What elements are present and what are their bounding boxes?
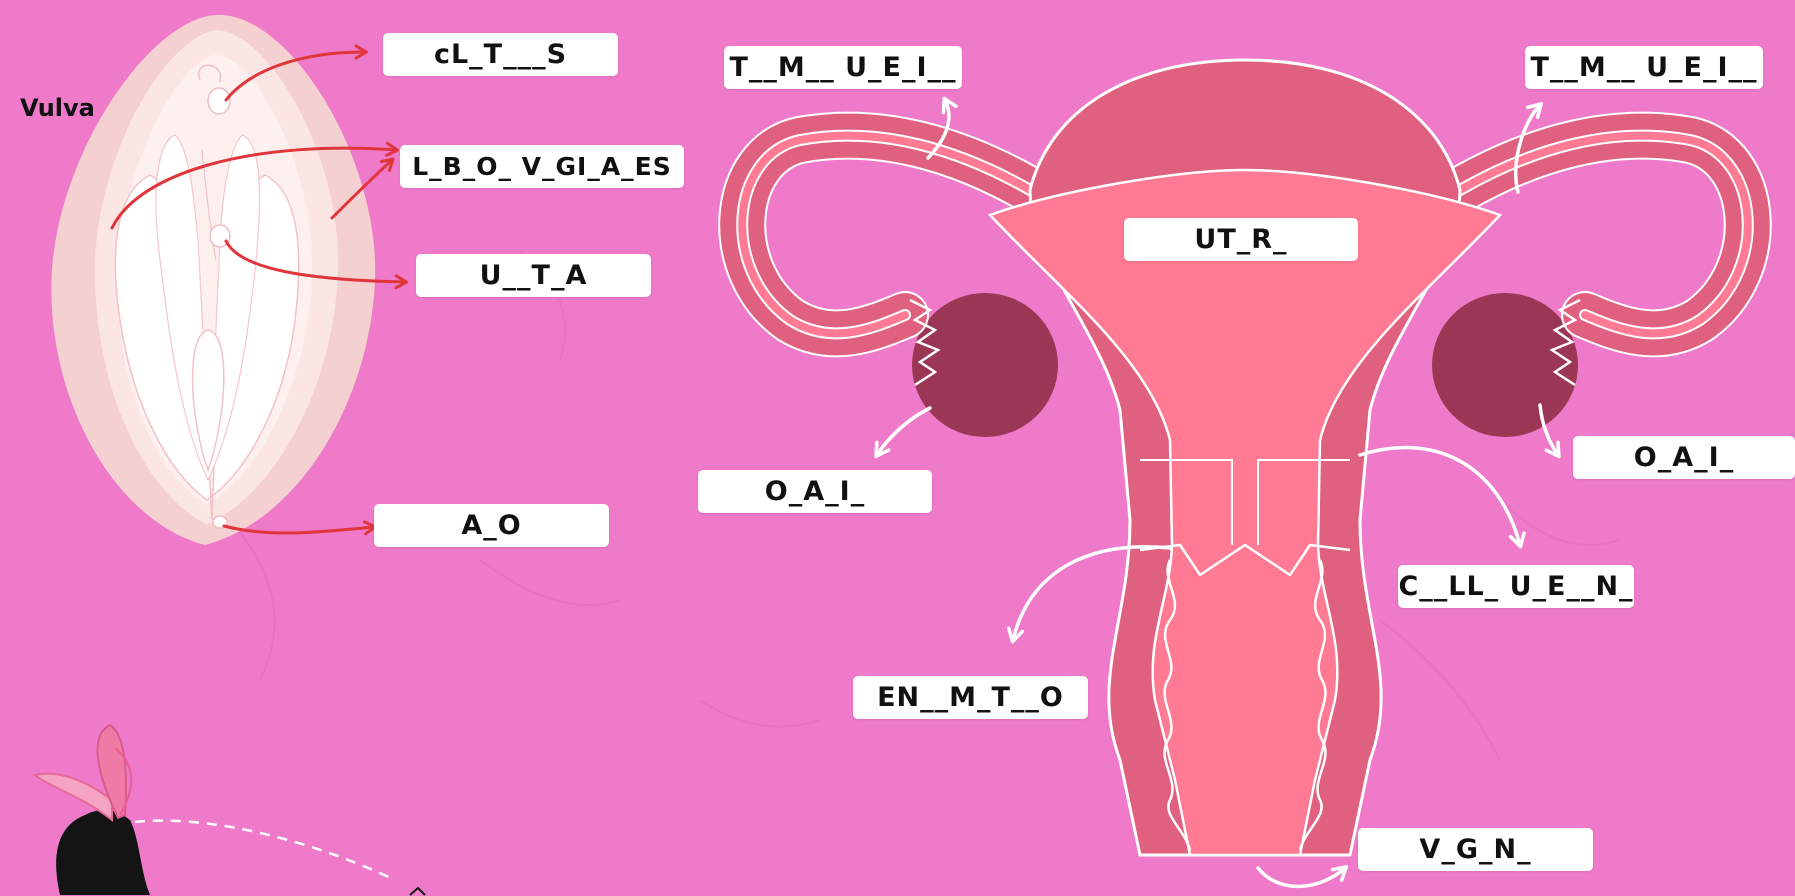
decorative-butterfly: [35, 725, 425, 895]
label-clitoris[interactable]: cL_T___S: [383, 33, 618, 76]
vulva-illustration: [51, 15, 375, 545]
label-endometrium[interactable]: EN__M_T__O: [853, 676, 1088, 719]
label-cervix[interactable]: C__LL_ U_E__N_: [1398, 565, 1634, 608]
label-ovary-right[interactable]: O_A_I_: [1573, 436, 1795, 479]
ovary-right-shape: [1432, 293, 1578, 437]
label-uterus[interactable]: UT_R_: [1124, 218, 1358, 261]
label-anus[interactable]: A_O: [374, 504, 609, 547]
vulva-heading: Vulva: [20, 94, 95, 122]
label-labia[interactable]: L_B_O_ V_GI_A_ES: [400, 145, 684, 188]
label-ovary-left[interactable]: O_A_I_: [698, 470, 932, 513]
label-fallopian-tube-right[interactable]: T__M__ U_E_I__: [1525, 46, 1763, 89]
label-fallopian-tube-left[interactable]: T__M__ U_E_I__: [724, 46, 962, 89]
ovary-left-shape: [912, 293, 1058, 437]
label-vagina[interactable]: V_G_N_: [1358, 828, 1593, 871]
label-urethra[interactable]: U__T_A: [416, 254, 651, 297]
